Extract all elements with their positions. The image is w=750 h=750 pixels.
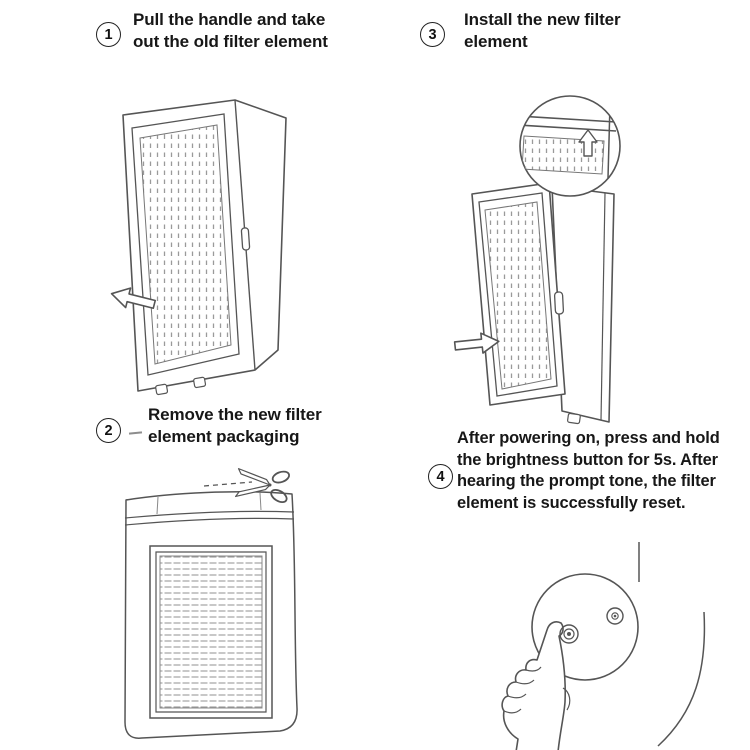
step-2-caption: Remove the new filter element packaging bbox=[148, 405, 322, 447]
up-arrow-icon bbox=[579, 130, 597, 156]
leader-line bbox=[128, 431, 143, 435]
filter-mesh-texture bbox=[160, 556, 262, 708]
button-press-illustration bbox=[452, 540, 712, 750]
step-3-number-badge: 3 bbox=[420, 22, 445, 47]
step-4-number-badge: 4 bbox=[428, 464, 453, 489]
scissors-icon bbox=[235, 465, 291, 506]
filter-box bbox=[123, 100, 286, 395]
filter-handle bbox=[241, 228, 250, 250]
old-filter-illustration bbox=[98, 88, 298, 403]
insert-arrow-icon bbox=[454, 331, 500, 355]
packaging-illustration bbox=[110, 452, 305, 748]
cut-line bbox=[204, 482, 252, 486]
filter-mesh-texture bbox=[140, 125, 231, 364]
step-1-number-badge: 1 bbox=[96, 22, 121, 47]
device-edges bbox=[639, 542, 704, 746]
step-3-caption: Install the new filter element bbox=[464, 10, 621, 52]
bottom-tab bbox=[155, 384, 167, 395]
new-filter bbox=[472, 183, 565, 405]
hand-pointer-icon bbox=[502, 622, 570, 750]
step-4-caption: After powering on, press and hold the br… bbox=[457, 429, 720, 512]
install-illustration bbox=[452, 84, 647, 439]
step-2-number-badge: 2 bbox=[96, 418, 121, 443]
magnifier-detail-circle bbox=[518, 96, 620, 196]
filter-mesh-texture bbox=[485, 202, 551, 389]
pull-out-arrow-icon bbox=[109, 284, 157, 314]
step-1-caption: Pull the handle and take out the old fil… bbox=[133, 10, 328, 52]
filter-handle bbox=[554, 292, 563, 314]
bottom-tab bbox=[567, 413, 580, 424]
brightness-button bbox=[560, 625, 578, 643]
packaged-filter bbox=[150, 546, 272, 718]
bottom-tab bbox=[193, 377, 205, 388]
secondary-button bbox=[607, 608, 623, 624]
